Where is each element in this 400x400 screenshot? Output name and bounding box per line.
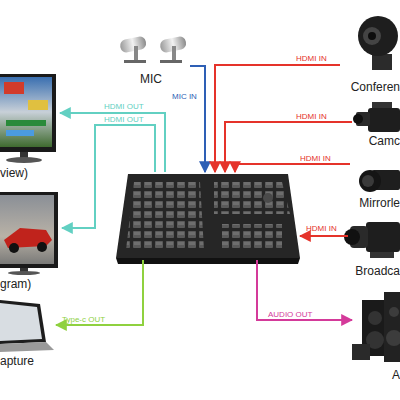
signal-connector — [56, 260, 143, 325]
video-switcher — [116, 174, 300, 264]
camera-node: Camc — [352, 98, 400, 148]
device-label: A — [392, 368, 400, 382]
device-label: gram) — [0, 277, 31, 291]
microphone-node: MIC — [112, 24, 190, 86]
device-label: MIC — [140, 72, 162, 86]
laptop-node: apture — [0, 296, 56, 368]
speaker-node: A — [352, 290, 400, 382]
monitor-node: gram) — [0, 186, 62, 291]
port-label: Type-c OUT — [62, 315, 105, 324]
monitor-node: view) — [0, 70, 60, 180]
microphones — [119, 35, 187, 63]
port-label: HDMI OUT — [104, 115, 144, 124]
signal-connector — [60, 113, 165, 172]
signal-connector — [190, 66, 205, 172]
signal-connector — [300, 235, 348, 237]
switcher-node — [118, 172, 300, 260]
signal-connector — [225, 122, 352, 172]
port-label: HDMI IN — [300, 154, 331, 163]
preview-monitor — [0, 74, 56, 163]
mirrorless-camera — [359, 170, 400, 192]
signal-connector — [257, 260, 352, 320]
camcorder — [353, 102, 400, 132]
port-label: HDMI IN — [306, 224, 337, 233]
camera-node: Mirrorle — [350, 150, 400, 210]
device-label: view) — [0, 166, 28, 180]
port-label: MIC IN — [172, 92, 197, 101]
device-label: apture — [0, 354, 34, 368]
capture-laptop — [0, 300, 54, 352]
speakers — [352, 292, 400, 362]
port-label: HDMI IN — [296, 54, 327, 63]
device-label: Broadca — [355, 264, 400, 278]
port-label: AUDIO OUT — [268, 310, 312, 319]
device-label: Conferen — [351, 80, 400, 94]
port-label: HDMI IN — [296, 112, 327, 121]
port-label: HDMI OUT — [104, 102, 144, 111]
signal-connector — [235, 164, 350, 172]
conference-camera — [358, 16, 398, 70]
signal-connector — [62, 125, 155, 228]
camera-node: Conferen — [340, 10, 400, 94]
camera-node: Broadca — [348, 216, 400, 278]
signal-connector — [215, 65, 340, 172]
device-label: Camc — [369, 134, 400, 148]
device-label: Mirrorle — [359, 196, 400, 210]
broadcast-camera — [344, 222, 400, 258]
program-monitor — [0, 192, 58, 275]
